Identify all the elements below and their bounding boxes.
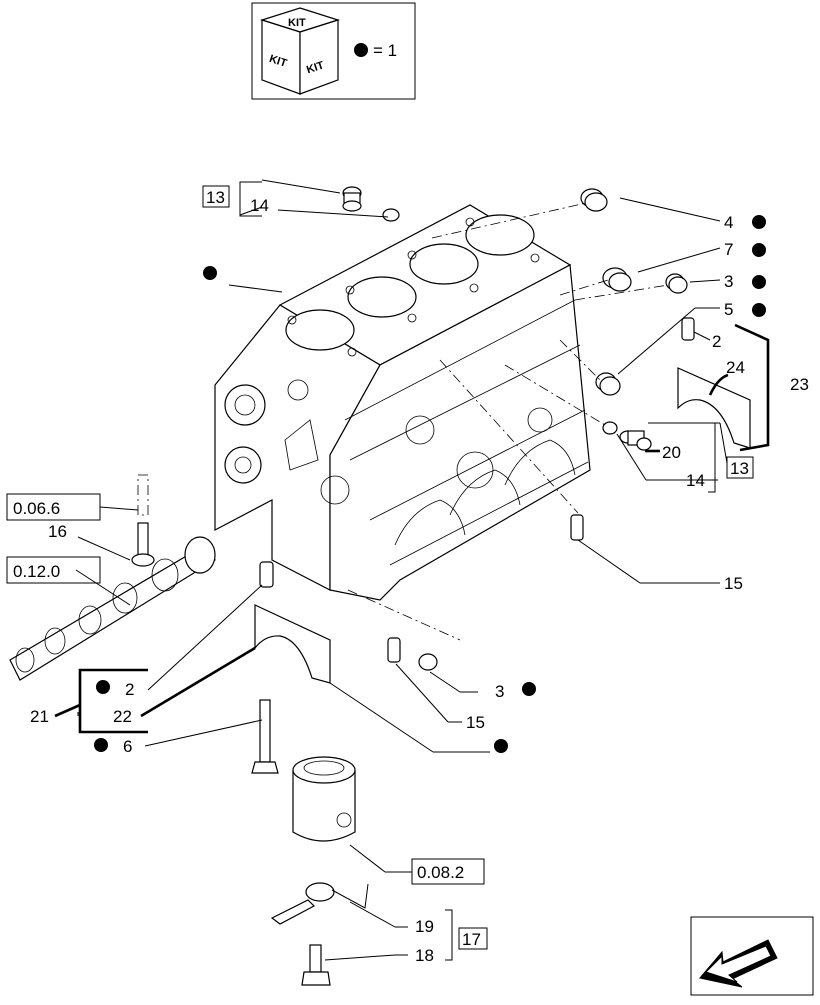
reference-boxes: 13 13 0.06.6 0.12.0 0.08.2 17 — [6, 185, 754, 950]
cup-plug-4 — [580, 188, 608, 212]
callout-7: 7 — [724, 240, 733, 259]
leader-lines — [54, 179, 729, 961]
camshaft-bore — [224, 446, 262, 484]
callout-2-left: 2 — [125, 680, 134, 699]
kit-cube-left-text: KIT — [268, 53, 289, 70]
nav-button-frame[interactable] — [690, 916, 814, 996]
kit-dot-icon — [752, 215, 766, 229]
engine-block-illustration — [214, 204, 591, 601]
callout-23: 23 — [790, 375, 809, 394]
ref-box-13-top — [202, 185, 230, 208]
callout-13-top: 13 — [206, 188, 225, 207]
callout-4: 4 — [724, 213, 733, 232]
kit-dot-icon — [96, 680, 110, 694]
dowel-15-bottom — [387, 637, 401, 663]
bracket-17 — [445, 909, 453, 961]
callout-15-bottom: 15 — [466, 713, 485, 732]
bolt-16 — [131, 522, 155, 567]
ref-box-0120 — [6, 556, 101, 584]
kit-cube-icon: KIT KIT KIT — [260, 7, 340, 95]
kit-dot-icon — [522, 682, 536, 696]
callout-15-right: 15 — [724, 574, 743, 593]
callout-6: 6 — [123, 737, 132, 756]
ref-box-0066 — [6, 493, 101, 521]
callout-3-top: 3 — [724, 272, 733, 291]
kit-dot-icon — [494, 739, 508, 753]
cup-plug-3-bottom — [418, 653, 438, 671]
callout-21: 21 — [30, 707, 49, 726]
kit-dot-icon — [203, 266, 217, 280]
kit-cube-right-text: KIT — [305, 59, 326, 76]
reference-0-08-2: 0.08.2 — [417, 863, 464, 882]
bolt-6 — [251, 699, 279, 774]
camshaft-illustration — [9, 536, 216, 681]
seal-ring-right — [602, 421, 618, 435]
dowel-15-right — [570, 514, 584, 541]
callout-18: 18 — [415, 946, 434, 965]
callout-14-right: 14 — [686, 471, 705, 490]
reference-0-12-0: 0.12.0 — [13, 562, 60, 581]
callout-2-right: 2 — [712, 332, 721, 351]
callout-24: 24 — [726, 358, 745, 377]
bolt-16-ghost — [137, 474, 149, 516]
bolt-18 — [301, 944, 331, 986]
bearing-cap-left — [254, 604, 331, 684]
callout-22: 22 — [113, 707, 132, 726]
bracket-23 — [734, 323, 770, 452]
callout-3-bottom: 3 — [495, 682, 504, 701]
cylinder-bore-2 — [347, 276, 417, 318]
dowel-right — [681, 317, 695, 341]
kit-dot-icon — [354, 43, 368, 57]
bracket-13-top — [239, 181, 262, 217]
ref-box-0082 — [411, 858, 485, 885]
bracket-21 — [78, 668, 148, 734]
kit-dot-markers — [94, 215, 766, 753]
callout-16: 16 — [48, 522, 67, 541]
piston — [292, 756, 356, 842]
bracket-13-right — [708, 422, 720, 493]
cup-plug-7 — [602, 267, 632, 292]
callout-labels: 14 4 7 3 5 2 24 23 20 14 15 16 2 21 22 6… — [30, 196, 809, 965]
dowel-left — [259, 561, 274, 588]
callout-17: 17 — [462, 930, 481, 949]
cup-plug-5 — [595, 372, 621, 396]
callout-5: 5 — [724, 300, 733, 319]
cylinder-bore-4 — [465, 214, 535, 256]
kit-dot-icon — [752, 243, 766, 257]
arrow-back-icon — [699, 939, 778, 988]
cup-plug-3-top — [665, 273, 688, 294]
plug-top — [342, 186, 362, 212]
ref-box-17 — [458, 927, 488, 950]
callout-14-top: 14 — [250, 196, 269, 215]
front-seal-bore — [224, 384, 266, 426]
oil-jet — [270, 882, 369, 925]
previous-page-arrow-button[interactable] — [690, 916, 814, 996]
ref-box-13-right — [726, 456, 754, 479]
plug-right — [619, 430, 652, 451]
kit-legend: KIT KIT KIT = 1 — [251, 2, 416, 100]
brackets — [78, 181, 770, 961]
bearing-cap-right — [677, 367, 751, 449]
kit-dot-icon — [752, 275, 766, 289]
callout-13-right: 13 — [730, 459, 749, 478]
kit-legend-frame — [251, 2, 416, 100]
cylinder-bore-1 — [285, 309, 355, 351]
seal-ring-top — [382, 208, 400, 222]
reference-0-06-6: 0.06.6 — [13, 499, 60, 518]
kit-dot-icon — [752, 303, 766, 317]
kit-dot-icon — [94, 738, 108, 752]
cylinder-bore-3 — [409, 243, 479, 285]
kit-equals-label: = 1 — [373, 41, 397, 60]
callout-20: 20 — [662, 443, 681, 462]
callout-19: 19 — [415, 917, 434, 936]
kit-cube-top-text: KIT — [288, 17, 306, 29]
